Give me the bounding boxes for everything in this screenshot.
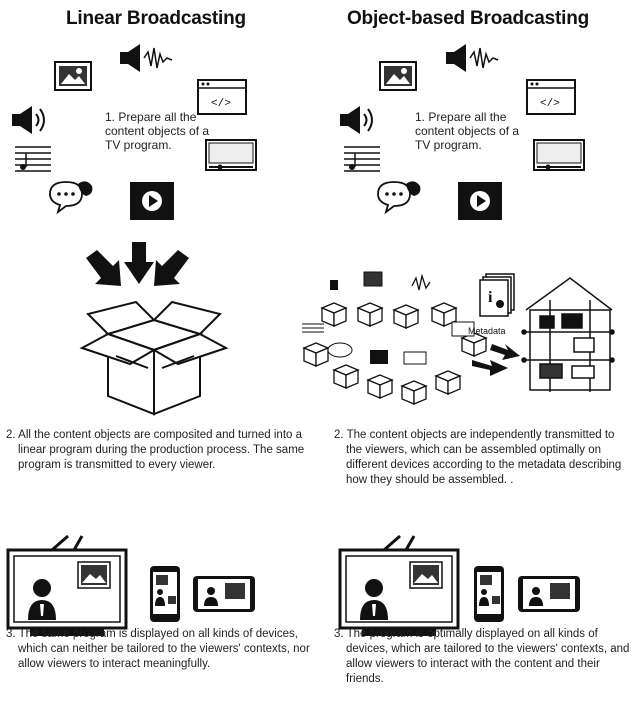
music-sheet-icon (344, 146, 380, 172)
object-based-broadcasting-title: Object-based Broadcasting (346, 8, 590, 29)
phone-icon (474, 566, 504, 622)
image-icon (379, 61, 417, 91)
tv-icon (338, 534, 460, 636)
metadata-label: Metadata (468, 326, 506, 336)
audio-waveform-icon (446, 44, 499, 72)
linear-broadcasting-title: Linear Broadcasting (66, 8, 246, 29)
svg-text:i: i (488, 289, 493, 306)
code-window-icon: </> (526, 79, 576, 115)
phone-icon (150, 566, 180, 622)
chat-bubble-icon (49, 181, 93, 215)
linear-illustrations: </> (6, 44, 257, 636)
assembly-house-icon (521, 277, 615, 392)
video-player-icon (205, 139, 257, 171)
speaker-icon (340, 106, 373, 134)
linear-broadcasting-column: Linear Broadcasting </> (0, 0, 312, 720)
object-step3-text: 3. The program is optimally displayed on… (334, 628, 630, 685)
chat-bubble-icon (377, 181, 421, 215)
object-step1-text: 1. Prepare all the content objects of a … (415, 110, 520, 152)
play-screen-icon (458, 182, 502, 220)
tablet-icon (193, 576, 255, 612)
music-sheet-icon (15, 146, 51, 172)
compose-arrows (86, 242, 189, 286)
audio-waveform-icon (120, 44, 173, 72)
assembly-arrows (472, 344, 520, 376)
svg-text:</>: </> (211, 98, 231, 110)
linear-step2-text: 2. All the content objects are composite… (6, 429, 305, 471)
image-icon (54, 61, 92, 91)
box-icon (79, 300, 229, 416)
play-screen-icon (130, 182, 174, 220)
code-window-icon: </> (197, 79, 247, 115)
object-step2-text: 2. The content objects are independently… (334, 429, 622, 486)
independent-object-boxes (302, 302, 488, 405)
video-player-icon (533, 139, 585, 171)
metadata-document-icon: i (479, 273, 515, 317)
object-based-broadcasting-column: Object-based Broadcasting </> (302, 0, 629, 720)
object-small-icons (302, 271, 475, 365)
svg-text:</>: </> (540, 98, 560, 110)
speaker-icon (12, 106, 45, 134)
linear-step1-text: 1. Prepare all the content objects of a … (105, 110, 210, 152)
tv-icon (6, 534, 128, 636)
linear-step3-text: 3. The same program is displayed on all … (6, 628, 310, 670)
object-based-illustrations: </> (302, 44, 615, 636)
tablet-icon (518, 576, 580, 612)
